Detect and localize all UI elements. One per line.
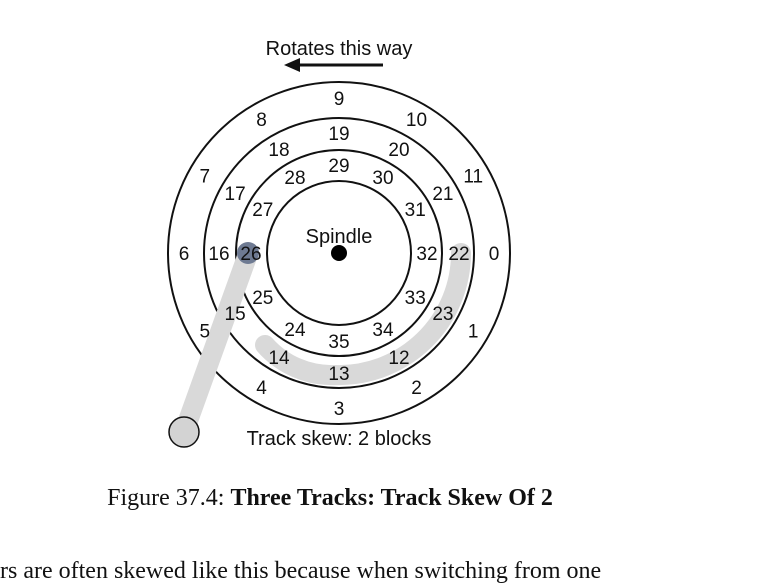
inner-sector-27: 27 <box>252 200 273 221</box>
middle-sector-14: 14 <box>268 348 290 369</box>
inner-sector-25: 25 <box>252 288 273 309</box>
rotation-arrowhead <box>284 58 300 72</box>
track-skew-label: Track skew: 2 blocks <box>247 428 432 450</box>
inner-sector-26: 26 <box>240 244 261 265</box>
middle-sector-16: 16 <box>208 244 229 265</box>
outer-sector-6: 6 <box>179 244 190 265</box>
inner-sector-24: 24 <box>284 320 306 341</box>
inner-sector-32: 32 <box>416 244 437 265</box>
disk-head <box>237 242 259 264</box>
middle-sector-15: 15 <box>225 304 246 325</box>
middle-sector-23: 23 <box>432 304 453 325</box>
outer-sector-10: 10 <box>406 110 427 131</box>
figure-caption: Figure 37.4: Three Tracks: Track Skew Of… <box>0 485 660 512</box>
middle-sector-19: 19 <box>328 124 349 145</box>
track-switch-path <box>255 243 471 386</box>
inner-sector-33: 33 <box>405 288 426 309</box>
arm-pivot <box>168 416 200 448</box>
inner-sector-28: 28 <box>284 168 305 189</box>
outer-sector-0: 0 <box>489 244 500 265</box>
inner-track-edge <box>235 149 443 357</box>
middle-sector-20: 20 <box>388 140 409 161</box>
inner-sector-35: 35 <box>328 332 349 353</box>
middle-sector-21: 21 <box>432 184 453 205</box>
middle-sector-17: 17 <box>225 184 246 205</box>
middle-sector-22: 22 <box>448 244 469 265</box>
outer-sector-9: 9 <box>334 89 345 110</box>
inner-sector-31: 31 <box>405 200 426 221</box>
outer-sector-5: 5 <box>200 322 211 343</box>
body-text: rs are often skewed like this because wh… <box>0 558 602 584</box>
outer-sector-4: 4 <box>256 378 267 399</box>
middle-track: 22 23 12 13 14 15 16 17 18 19 20 21 <box>208 124 469 385</box>
outer-sector-1: 1 <box>468 322 479 343</box>
spindle-area-edge <box>266 180 412 326</box>
outer-sector-2: 2 <box>411 378 422 399</box>
outer-sector-11: 11 <box>463 167 483 188</box>
caption-prefix: Figure 37.4: <box>107 485 231 511</box>
outer-track-edge <box>167 81 511 425</box>
disk-diagram: Rotates this way Spindle 01234567891011 … <box>167 38 511 450</box>
spindle-dot <box>331 245 347 261</box>
rotation-label: Rotates this way <box>266 38 413 60</box>
disk-arm <box>174 250 258 436</box>
inner-sector-30: 30 <box>372 168 393 189</box>
middle-sector-18: 18 <box>268 140 289 161</box>
spindle-label: Spindle <box>306 226 373 248</box>
outer-sector-8: 8 <box>256 110 267 131</box>
outer-sector-3: 3 <box>334 399 345 420</box>
inner-sector-29: 29 <box>328 156 349 177</box>
inner-sector-34: 34 <box>372 320 394 341</box>
caption-title: Three Tracks: Track Skew Of 2 <box>230 485 553 511</box>
middle-sector-12: 12 <box>388 348 409 369</box>
middle-sector-13: 13 <box>328 364 349 385</box>
middle-track-edge <box>203 117 475 389</box>
outer-sector-7: 7 <box>200 167 211 188</box>
inner-track: 32 33 34 35 24 25 26 27 28 29 30 31 <box>240 156 437 353</box>
